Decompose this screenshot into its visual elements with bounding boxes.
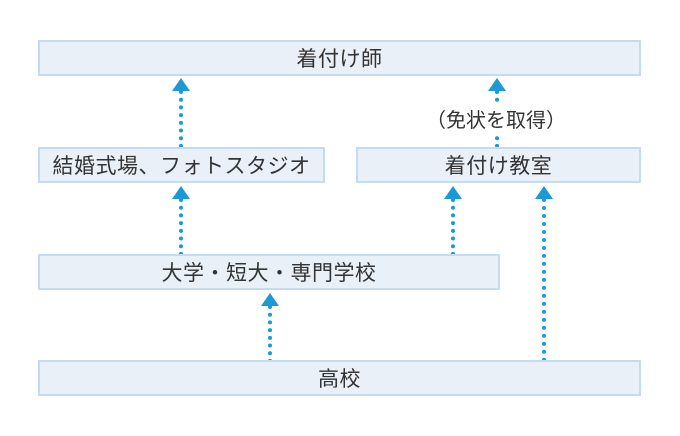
arrow-stem [179,90,183,148]
arrow-wedding-to-kitsukeshi [172,78,190,148]
arrow-stem [542,198,546,362]
arrow-college-to-classroom [444,186,462,256]
arrow-college-to-wedding [172,186,190,256]
arrowhead-icon [488,78,506,91]
arrow-highschool-to-college [261,293,279,363]
node-kitsuke-classroom[interactable]: 着付け教室 [356,147,641,183]
arrowhead-icon [172,186,190,199]
node-college-junior-vocational[interactable]: 大学・短大・専門学校 [38,254,500,290]
edge-label-license: （免状を取得） [424,104,568,133]
arrow-stem [179,198,183,256]
arrow-highschool-to-classroom [535,186,553,362]
arrowhead-icon [261,293,279,306]
arrowhead-icon [535,186,553,199]
arrow-stem [451,198,455,256]
node-wedding-photostudio[interactable]: 結婚式場、フォトスタジオ [38,147,325,183]
arrowhead-icon [444,186,462,199]
node-kitsukeshi[interactable]: 着付け師 [38,40,641,76]
arrow-stem [268,305,272,363]
arrowhead-icon [172,78,190,91]
node-highschool[interactable]: 高校 [38,360,641,396]
